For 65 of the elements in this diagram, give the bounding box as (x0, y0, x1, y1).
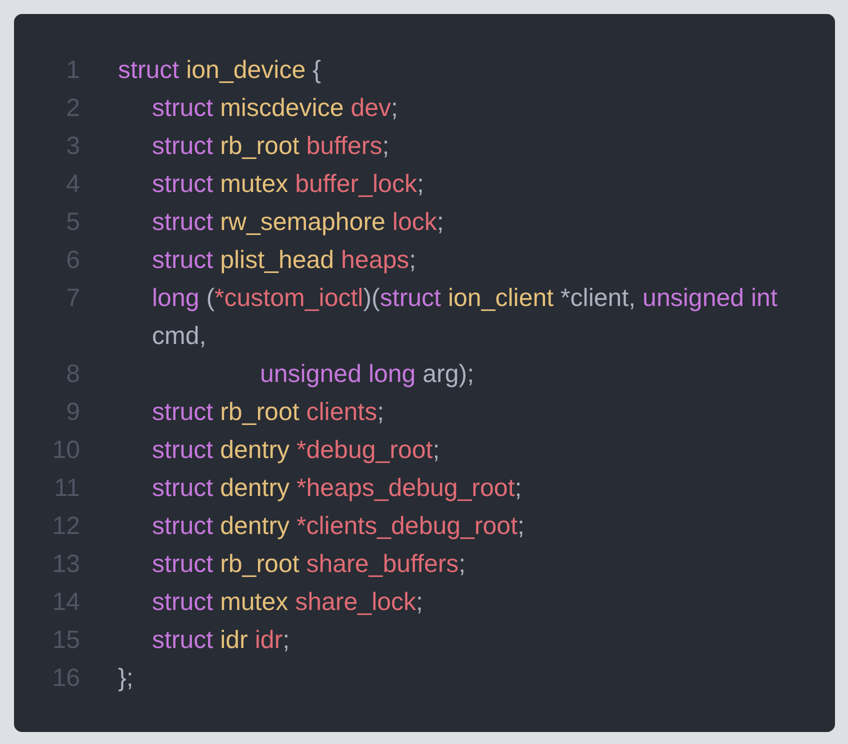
code-token: struct (152, 550, 214, 578)
code-token: )( (363, 284, 380, 312)
code-token: dentry (220, 436, 290, 464)
code-token: *client, (560, 284, 636, 312)
code-token: plist_head (220, 246, 334, 274)
code-token: rw_semaphore (220, 208, 386, 236)
code-token: ; (282, 626, 290, 654)
code-token: *clients_debug_root (296, 512, 518, 540)
code-token: long (152, 284, 200, 312)
code-token: cmd, (152, 322, 206, 350)
code-token: struct (152, 436, 214, 464)
code-token: struct (118, 56, 180, 84)
code-token: struct (152, 474, 214, 502)
code-token: ( (206, 284, 215, 312)
code-token: buffer_lock (295, 170, 417, 198)
code-token: struct (152, 588, 214, 616)
code-token: arg); (422, 360, 474, 388)
code-token: miscdevice (220, 94, 344, 122)
code-token: dentry (220, 512, 290, 540)
code-token: struct (152, 132, 214, 160)
code-token: { (312, 56, 321, 84)
code-token: rb_root (220, 398, 300, 426)
code-token: idr (220, 626, 248, 654)
code-token: dev (350, 94, 391, 122)
code-token: *heaps_debug_root (296, 474, 515, 502)
code-token: share_lock (295, 588, 416, 616)
code-token: ; (391, 94, 398, 122)
code-token: ; (416, 588, 423, 616)
code-token: rb_root (220, 132, 300, 160)
code-token: mutex (220, 170, 288, 198)
code-token: *custom_ioctl (214, 284, 364, 312)
code-token: ion_device (186, 56, 306, 84)
code-token: struct (152, 246, 214, 274)
code-token: ; (518, 512, 524, 540)
code-token: ion_client (448, 284, 554, 312)
code-token: unsigned (260, 360, 362, 388)
code-token: struct (380, 284, 441, 312)
code-token: ; (377, 398, 384, 426)
code-token: ; (436, 208, 444, 236)
code-token: *debug_root (296, 436, 433, 464)
code-token: ; (514, 474, 522, 502)
code-token: ; (409, 246, 416, 274)
code-token: clients (306, 398, 378, 426)
code-token: heaps (341, 246, 410, 274)
code-token: ; (416, 170, 424, 198)
code-token: mutex (220, 588, 288, 616)
code-token: idr (254, 626, 283, 654)
code-token: struct (152, 208, 214, 236)
code-token: buffers (306, 132, 382, 160)
code-token: }; (118, 664, 134, 692)
code-token: lock (392, 208, 437, 236)
code-token: struct (152, 512, 214, 540)
code-token: struct (152, 626, 214, 654)
code-token: long (368, 360, 416, 388)
code-token: unsigned (642, 284, 744, 312)
code-token: share_buffers (306, 550, 459, 578)
code-token: struct (152, 94, 214, 122)
code-token: struct (152, 170, 214, 198)
code-token: ; (432, 436, 440, 464)
code-token: ; (382, 132, 390, 160)
code-token: ; (458, 550, 466, 578)
code-token: int (750, 284, 778, 312)
code-token: struct (152, 398, 214, 426)
code-token: dentry (220, 474, 290, 502)
code-token: rb_root (220, 550, 300, 578)
